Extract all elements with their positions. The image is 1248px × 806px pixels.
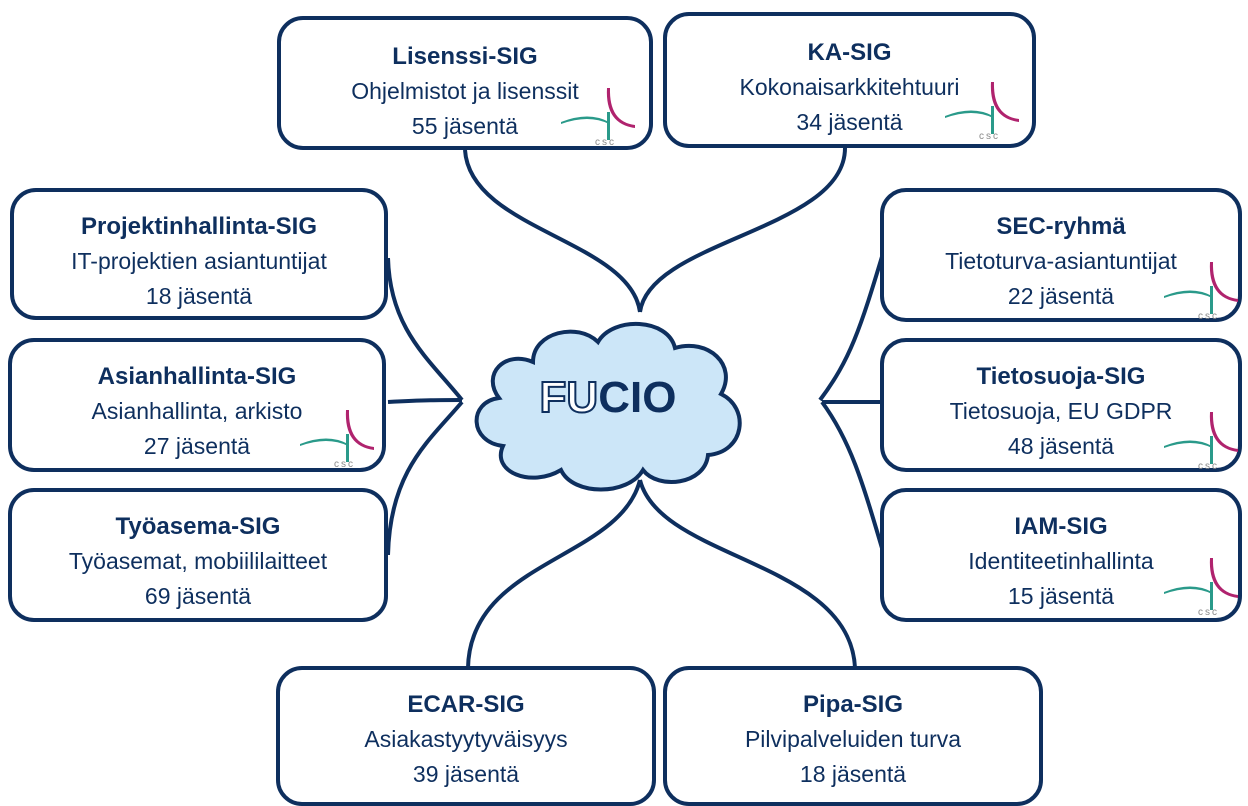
node-title: Projektinhallinta-SIG: [80, 213, 318, 240]
csc-logo-icon: csc: [943, 78, 1021, 142]
node-tyoasema-sig: Työasema-SIG Työasemat, mobiililaitteet …: [8, 488, 388, 622]
svg-text:csc: csc: [1198, 607, 1219, 618]
node-title: SEC-ryhmä: [996, 213, 1126, 240]
connector-asianhallinta: [387, 398, 463, 404]
center-cloud: [463, 310, 753, 500]
csc-logo-icon: csc: [1162, 408, 1240, 472]
node-description: Kokonaisarkkitehtuuri: [739, 74, 960, 100]
node-title: IAM-SIG: [1014, 513, 1108, 540]
node-lisenssi-sig: Lisenssi-SIG Ohjelmistot ja lisenssit 55…: [277, 16, 653, 150]
svg-text:csc: csc: [1198, 311, 1219, 322]
connector-projektinhallinta: [386, 257, 464, 402]
node-members: 22 jäsentä: [1007, 283, 1115, 309]
node-description: Asiakastyytyväisyys: [364, 726, 568, 752]
node-members: 69 jäsentä: [144, 583, 252, 609]
node-description: Ohjelmistot ja lisenssit: [351, 78, 579, 104]
node-sec-ryhma: SEC-ryhmä Tietoturva-asiantuntijat 22 jä…: [880, 188, 1242, 322]
node-title: Lisenssi-SIG: [392, 43, 538, 70]
node-title: Asianhallinta-SIG: [97, 363, 297, 390]
center-label: FUCIO: [463, 368, 753, 428]
node-description: Tietoturva-asiantuntijat: [945, 248, 1177, 274]
center-label-fu: FU: [539, 372, 600, 423]
node-title: Pipa-SIG: [802, 691, 904, 718]
node-title: KA-SIG: [807, 39, 892, 66]
connector-iam: [820, 400, 886, 556]
node-title: ECAR-SIG: [407, 691, 525, 718]
svg-text:csc: csc: [1198, 461, 1219, 472]
svg-text:csc: csc: [979, 131, 1000, 142]
node-description: Tietosuoja, EU GDPR: [949, 398, 1173, 424]
node-tietosuoja-sig: Tietosuoja-SIG Tietosuoja, EU GDPR 48 jä…: [880, 338, 1242, 472]
node-members: 18 jäsentä: [145, 283, 253, 309]
svg-text:csc: csc: [595, 137, 616, 148]
node-members: 18 jäsentä: [799, 761, 907, 787]
node-members: 15 jäsentä: [1007, 583, 1115, 609]
connector-tyoasema: [386, 400, 464, 556]
node-title: Työasema-SIG: [115, 513, 281, 540]
node-members: 27 jäsentä: [143, 433, 251, 459]
connector-ecar: [466, 479, 642, 669]
csc-logo-icon: csc: [1162, 258, 1240, 322]
node-iam-sig: IAM-SIG Identiteetinhallinta 15 jäsentä …: [880, 488, 1242, 622]
csc-logo-icon: csc: [1162, 554, 1240, 618]
node-members: 39 jäsentä: [412, 761, 520, 787]
connector-sec: [818, 249, 886, 402]
csc-logo-icon: csc: [559, 84, 637, 148]
node-title: Tietosuoja-SIG: [976, 363, 1146, 390]
center-label-cio: CIO: [598, 373, 677, 422]
node-description: Identiteetinhallinta: [968, 548, 1154, 574]
node-pipa-sig: Pipa-SIG Pilvipalveluiden turva 18 jäsen…: [663, 666, 1043, 806]
csc-logo-icon: csc: [298, 406, 376, 470]
node-members: 55 jäsentä: [411, 113, 519, 139]
connector-ka: [638, 147, 847, 313]
connector-pipa: [638, 479, 857, 669]
svg-text:csc: csc: [334, 459, 355, 470]
connector-lisenssi: [463, 149, 642, 313]
node-members: 48 jäsentä: [1007, 433, 1115, 459]
node-ka-sig: KA-SIG Kokonaisarkkitehtuuri 34 jäsentä …: [663, 12, 1036, 148]
node-description: Työasemat, mobiililaitteet: [68, 548, 328, 574]
node-description: Pilvipalveluiden turva: [744, 726, 962, 752]
node-description: Asianhallinta, arkisto: [91, 398, 303, 424]
node-asianhallinta-sig: Asianhallinta-SIG Asianhallinta, arkisto…: [8, 338, 386, 472]
node-description: IT-projektien asiantuntijat: [71, 248, 327, 274]
node-members: 34 jäsentä: [796, 109, 903, 135]
node-ecar-sig: ECAR-SIG Asiakastyytyväisyys 39 jäsentä: [276, 666, 656, 806]
node-projektinhallinta-sig: Projektinhallinta-SIG IT-projektien asia…: [10, 188, 388, 320]
